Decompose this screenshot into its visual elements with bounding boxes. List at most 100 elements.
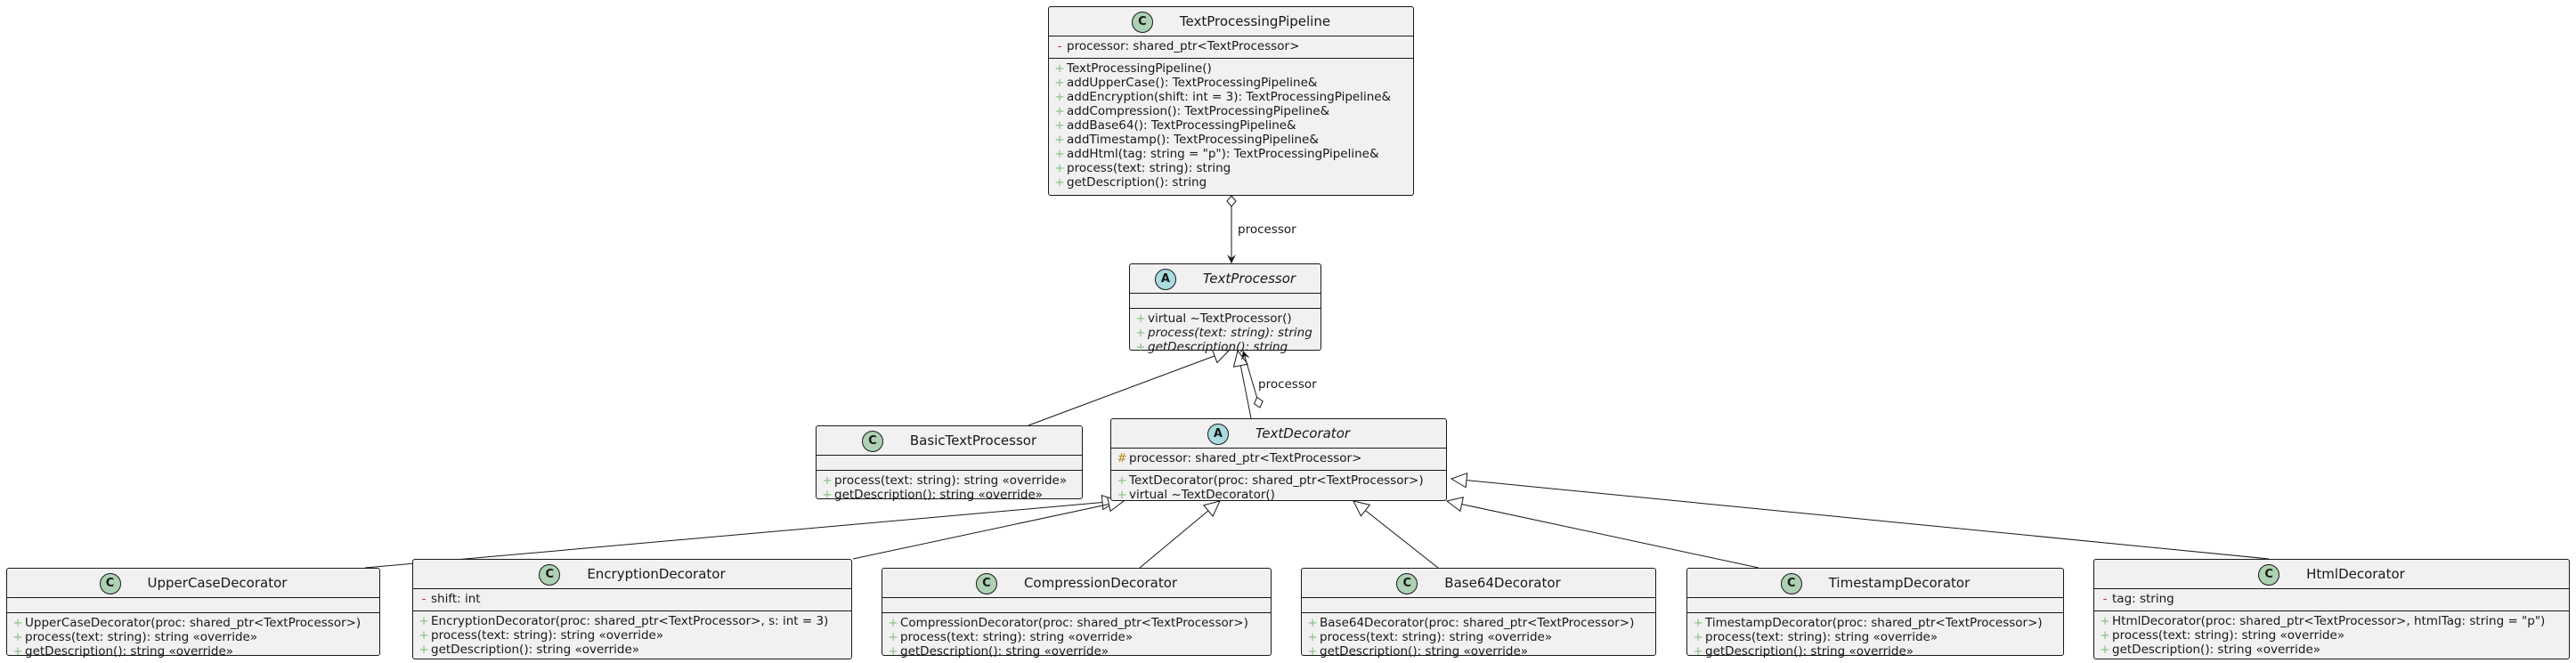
methods-section: +CompressionDecorator(proc: shared_ptr<T… xyxy=(882,612,1271,663)
method-row: +TimestampDecorator(proc: shared_ptr<Tex… xyxy=(1687,616,2063,630)
method-text: addBase64(): TextProcessingPipeline& xyxy=(1067,118,1296,133)
method-text: Base64Decorator(proc: shared_ptr<TextPro… xyxy=(1320,616,1635,630)
public-visibility-icon: + xyxy=(888,644,898,659)
method-row: +process(text: string): string «override… xyxy=(1687,630,2063,644)
public-visibility-icon: + xyxy=(2100,628,2110,643)
public-visibility-icon: + xyxy=(1054,61,1065,76)
field-row: -tag: string xyxy=(2094,592,2569,606)
class-name: TimestampDecorator xyxy=(1828,575,1971,591)
method-text: process(text: string): string «override» xyxy=(431,628,664,643)
public-visibility-icon: + xyxy=(1693,616,1703,630)
method-row: +virtual ~TextProcessor() xyxy=(1130,311,1321,326)
methods-section: + EncryptionDecorator(proc: shared_ptr<Te… xyxy=(413,610,851,661)
method-text: UpperCaseDecorator(proc: shared_ptr<Text… xyxy=(25,616,362,630)
method-text: getDescription(): string «override» xyxy=(2112,643,2321,657)
method-row: +getDescription(): string «override» xyxy=(1302,644,1655,659)
method-text: getDescription(): string «override» xyxy=(431,643,640,657)
method-text: virtual ~TextProcessor() xyxy=(1148,311,1292,326)
public-visibility-icon: + xyxy=(1054,118,1065,133)
method-text: addCompression(): TextProcessingPipeline… xyxy=(1067,104,1330,118)
method-row: +process(text: string): string «override… xyxy=(1302,630,1655,644)
method-row: +process(text: string): string «override… xyxy=(7,630,379,644)
method-text: EncryptionDecorator(proc: shared_ptr<Tex… xyxy=(431,614,829,628)
method-row: +getDescription(): string «override» xyxy=(2094,643,2569,657)
pipeline-processor-label: processor xyxy=(1238,222,1296,237)
method-text: getDescription(): string «override» xyxy=(1320,644,1529,659)
class-icon: C xyxy=(1131,12,1153,33)
fields-section xyxy=(1302,597,1655,612)
public-visibility-icon: + xyxy=(1135,311,1146,326)
method-row: +getDescription(): string «override» xyxy=(1687,644,2063,659)
class-icon: C xyxy=(2258,564,2280,586)
method-row: +getDescription(): string «override» xyxy=(7,644,379,659)
public-visibility-icon: + xyxy=(1054,161,1065,175)
method-text: getDescription(): string xyxy=(1148,340,1288,354)
method-text: getDescription(): string «override» xyxy=(834,488,1044,502)
method-text: process(text: string): string «override» xyxy=(834,473,1068,488)
method-text: process(text: string): string «override» xyxy=(1705,630,1938,644)
public-visibility-icon: + xyxy=(1054,147,1065,161)
method-row: +process(text: string): string xyxy=(1130,326,1321,340)
class-name: TextProcessingPipeline xyxy=(1179,13,1331,29)
public-visibility-icon: + xyxy=(1693,630,1703,644)
private-visibility-icon: - xyxy=(421,592,427,606)
public-visibility-icon: + xyxy=(1307,630,1318,644)
public-visibility-icon: + xyxy=(888,630,898,644)
public-visibility-icon: + xyxy=(418,643,429,657)
method-row: +getDescription(): string «override» xyxy=(817,488,1082,502)
base64-inherit-edge xyxy=(1353,500,1439,569)
private-visibility-icon: - xyxy=(1057,39,1062,53)
encryption-inherit-edge xyxy=(852,497,1125,560)
class-name: UpperCaseDecorator xyxy=(147,575,288,591)
public-visibility-icon: + xyxy=(1135,326,1146,340)
public-visibility-icon: + xyxy=(1117,473,1127,488)
public-visibility-icon: + xyxy=(822,473,833,488)
method-text: HtmlDecorator(proc: shared_ptr<TextProce… xyxy=(2112,614,2546,628)
method-row: +addEncryption(shift: int = 3): TextProc… xyxy=(1049,90,1413,104)
field-text: tag: string xyxy=(2112,592,2174,606)
abstract-class-icon: A xyxy=(1207,424,1229,445)
method-row: +addHtml(tag: string = "p"): TextProcess… xyxy=(1049,147,1413,161)
method-row: +getDescription(): string «override» xyxy=(413,643,851,657)
method-row: +getDescription(): string «override» xyxy=(882,644,1271,659)
method-row: +process(text: string): string «override… xyxy=(413,628,851,643)
method-text: addTimestamp(): TextProcessingPipeline& xyxy=(1067,133,1319,147)
private-visibility-icon: - xyxy=(2102,592,2108,606)
public-visibility-icon: + xyxy=(1307,616,1318,630)
method-row: +UpperCaseDecorator(proc: shared_ptr<Tex… xyxy=(7,616,379,630)
class-name: Base64Decorator xyxy=(1444,575,1561,591)
compression-inherit-edge xyxy=(1139,500,1221,569)
abstract-class-icon: A xyxy=(1154,269,1176,290)
class-icon: C xyxy=(861,431,883,452)
method-row: +getDescription(): string xyxy=(1130,340,1321,354)
public-visibility-icon: + xyxy=(2100,643,2110,657)
methods-section: +virtual ~TextProcessor()+process(text: … xyxy=(1130,308,1321,359)
method-row: +process(text: string): string «override… xyxy=(817,473,1082,488)
public-visibility-icon: + xyxy=(1054,175,1065,190)
method-text: process(text: string): string «override» xyxy=(900,630,1134,644)
fields-section xyxy=(7,597,379,612)
timestamp-inherit-edge xyxy=(1445,497,1759,569)
html-inherit-edge xyxy=(1450,472,2270,560)
public-visibility-icon: + xyxy=(1693,644,1703,659)
fields-section: -shift: int xyxy=(413,588,851,610)
method-row: +virtual ~TextDecorator() xyxy=(1111,488,1446,502)
class-icon: C xyxy=(539,564,561,586)
method-text: TextDecorator(proc: shared_ptr<TextProce… xyxy=(1129,473,1424,488)
public-visibility-icon: + xyxy=(2100,614,2110,628)
